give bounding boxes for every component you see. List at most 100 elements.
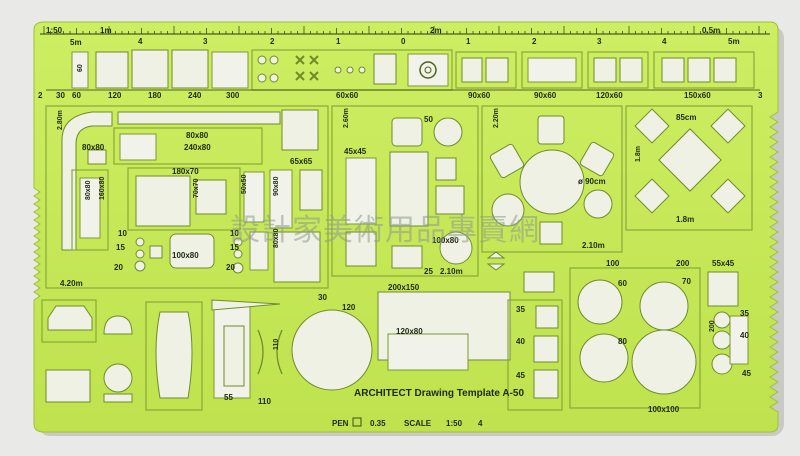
panel-b-label-260: 2.60m [343,108,350,128]
cutout-80x80-b [273,231,321,283]
edge-mark-left: 2 [38,91,43,100]
panel-a-label-10: 10 [118,229,127,238]
bottom-label-45: 45 [516,371,525,380]
cutout-box-b [391,245,423,269]
ruler-right-end2: 5m [728,37,740,46]
cutout-100x80 [169,233,215,269]
ruler-ticks [43,26,766,34]
ruler-left-number-3: 3 [203,37,208,46]
cutout-dot [269,73,279,83]
cutout-30x60 [71,51,89,89]
ruler-right-end: 0.5m [702,26,720,35]
cutout-160x80 [79,177,101,239]
bottom-label-120: 120 [342,303,356,312]
panel-c-label-210: 2.10m [582,241,605,250]
cutout-frame-a [41,299,97,343]
cutout-60 [95,51,129,89]
bottom-label-200: 200 [676,259,690,268]
cutout-seat [435,157,457,181]
panel-b [331,105,479,277]
label-90x60: 90x60 [468,91,491,100]
cutout-table-round [519,149,585,215]
bottom-label-45-b: 45 [742,369,751,378]
cutout-120x60-b [619,57,643,83]
cutout-box-c [45,369,91,403]
cutout-circle-45 [711,353,733,375]
panel-a-label-240x80: 240x80 [184,143,211,152]
panel-b-label-100x80: 100x80 [432,236,459,245]
cutout-circle-100 [631,329,697,395]
panel-d-label-18m-b: 1.8m [676,215,694,224]
cutout-90x80 [269,169,293,229]
bottom-section [41,251,749,411]
label-180: 180 [148,91,162,100]
bottom-label-120x80: 120x80 [396,327,423,336]
cutout-dot [233,249,243,259]
label-60: 60 [72,91,81,100]
bottom-label-55x45: 55x45 [712,259,735,268]
cutout-90x60-frame [455,51,517,89]
cutout-dot [257,73,267,83]
cutout-strip [249,231,269,271]
label-90x60-2: 90x60 [534,91,557,100]
label-60x60: 60x60 [336,91,359,100]
panel-a-label-10-b: 10 [230,229,239,238]
panel-b-label-45x45: 45x45 [344,147,367,156]
cutout-slot [223,325,245,387]
cutout-240x80-frame [113,127,263,165]
cutout-50x50 [243,171,265,223]
panel-b-label-50: 50 [424,115,433,124]
cutout-table [389,151,429,227]
panel-a-label-15-b: 15 [230,243,239,252]
cutout-small [87,149,107,165]
panel-a-label-280: 2.80m [57,110,64,130]
panel-a-label-80x80-b: 80x80 [186,131,209,140]
cutout-square [435,185,465,215]
scale-label: SCALE [404,419,432,428]
pen-slot-icon [352,417,362,427]
bottom-label-30: 30 [318,293,327,302]
panel-d [625,105,753,231]
cutout-dot [134,260,146,272]
cutout-circle-mark [419,61,437,79]
panel-a-label-90x80: 90x80 [273,176,280,196]
panel-d-frame [625,105,753,231]
cutout-180 [171,49,209,89]
bottom-label-80: 80 [618,337,627,346]
cutout-diamond-bl [634,178,670,214]
ruler-right-unit: 2m [430,26,442,35]
scale-value: 1:50 [446,419,463,428]
cutout-dot [135,237,145,247]
cutout-sq-35 [535,305,559,329]
cutout-70x70 [195,179,227,215]
cutout-arrows [486,251,506,271]
panel-a-label-15: 15 [116,243,125,252]
cutout-wedge [211,299,281,311]
cutout-90x60-2 [527,57,577,83]
cutout-circle-mark [424,66,432,74]
bottom-label-60: 60 [618,279,627,288]
cutout-curve [61,111,113,251]
panel-a-label-80x80: 80x80 [82,143,105,152]
cutout-box [345,231,377,267]
cutout-120x80 [387,333,469,371]
cutout-chair-bottom [539,221,563,245]
bottom-label-200-b: 200 [709,320,716,332]
cutout-150x60-frame [653,51,755,89]
cutout-180x70 [135,175,191,227]
cutout-bar [117,111,281,125]
panel-a-label-100x80: 100x80 [172,251,199,260]
cutout-round-b [439,231,473,265]
ruler-left-number-4: 4 [138,37,143,46]
cutout-dot [269,55,279,65]
label-120x60: 120x60 [596,91,623,100]
cutout-diamond-tl [634,108,670,144]
panel-a-label-20: 20 [114,263,123,272]
cutout-chair-left [489,143,525,179]
cutout-90x60-b [485,57,509,83]
panel-a-frame [45,105,329,289]
door-swing [257,329,283,375]
cutout-column [345,157,377,225]
bottom-label-35: 35 [516,305,525,314]
pen-size: 0.35 [370,419,386,428]
